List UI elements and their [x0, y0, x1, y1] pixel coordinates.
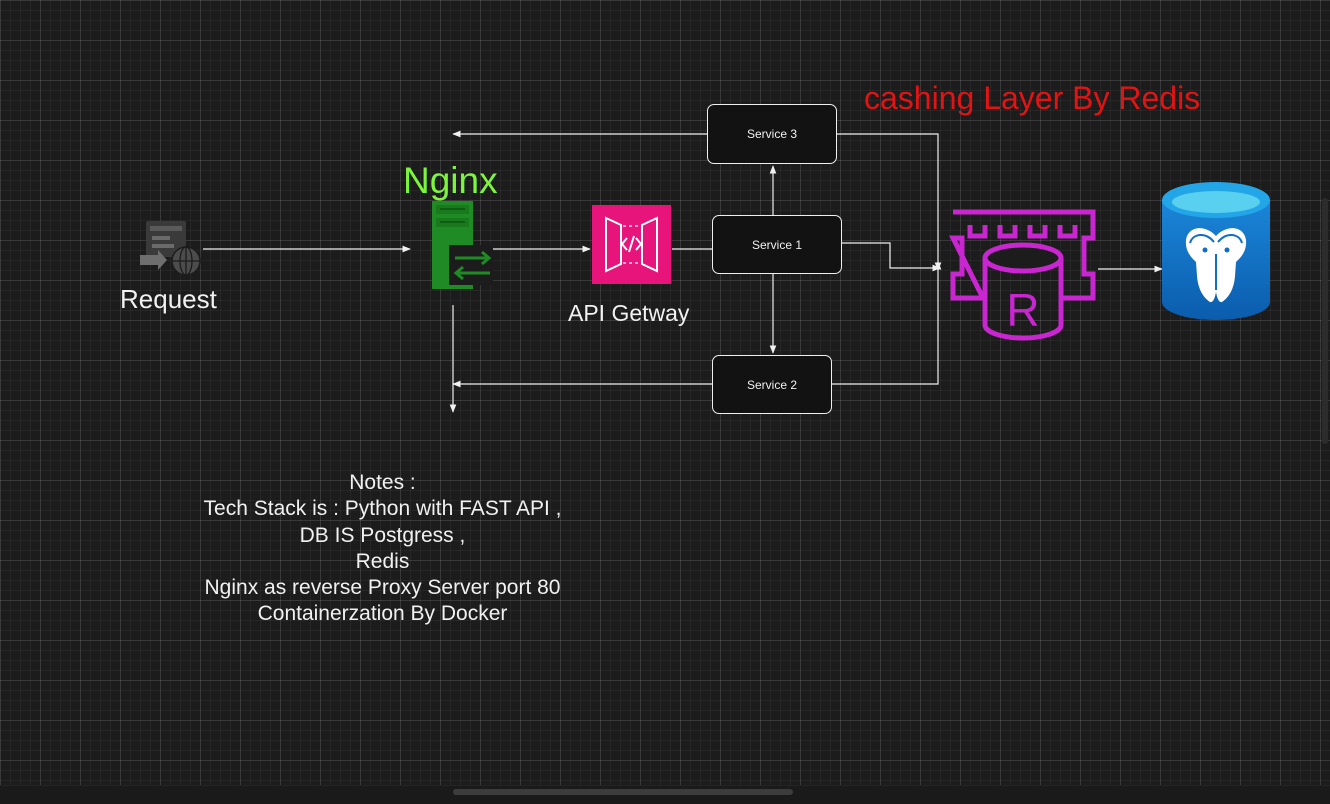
redis-cache-icon: R — [948, 209, 1096, 341]
notes-line: Containerzation By Docker — [257, 602, 508, 626]
connector-service2-to-redis[interactable] — [832, 261, 942, 385]
connector-service3-to-redis[interactable] — [837, 133, 942, 271]
api-gateway-icon — [592, 205, 671, 284]
service-2-box[interactable]: Service 2 — [712, 355, 832, 414]
service-1-label: Service 1 — [751, 237, 803, 252]
api-gateway-label: API Getway — [568, 300, 690, 326]
horizontal-scrollbar[interactable] — [0, 785, 1330, 804]
server-reverse-proxy-icon — [432, 201, 493, 289]
notes-line: Tech Stack is : Python with FAST API , — [203, 497, 562, 521]
service-2-label: Service 2 — [746, 377, 798, 392]
nginx-label: Nginx — [403, 160, 498, 201]
caching-layer-label: cashing Layer By Redis — [864, 80, 1201, 116]
connector-service1-to-redis[interactable] — [842, 242, 941, 272]
postgres-database-icon — [1162, 182, 1270, 320]
notes-line: DB IS Postgress , — [299, 523, 466, 547]
notes-line: Redis — [355, 549, 410, 573]
notes-line: Notes : — [349, 471, 416, 494]
notes-line: Nginx as reverse Proxy Server port 80 — [204, 576, 561, 600]
svg-text:R: R — [1006, 284, 1039, 336]
vertical-scrollbar[interactable] — [1318, 0, 1330, 785]
horizontal-scroll-thumb[interactable] — [453, 789, 793, 795]
service-3-label: Service 3 — [746, 127, 798, 141]
notes-text-block[interactable]: Notes : Tech Stack is : Python with FAST… — [160, 470, 605, 628]
service-1-box[interactable]: Service 1 — [712, 215, 842, 274]
vertical-scroll-thumb[interactable] — [1322, 198, 1328, 444]
service-3-box[interactable]: Service 3 — [707, 104, 837, 164]
web-request-icon — [140, 221, 201, 276]
request-label: Request — [120, 284, 217, 314]
